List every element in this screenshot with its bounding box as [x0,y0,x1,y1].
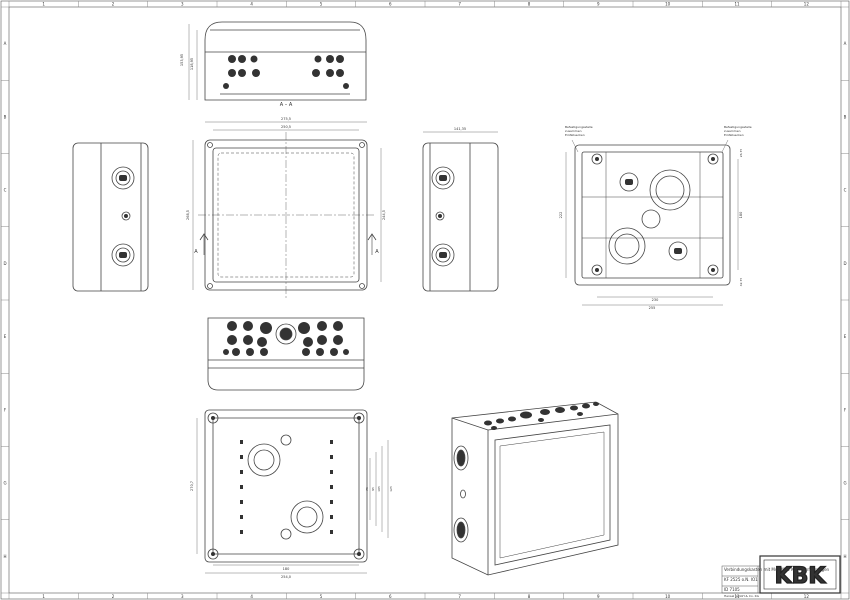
base-dim-width-1: 180 [283,567,290,571]
grid-row-label-left: F [4,407,7,412]
title-footer: Hensel GmbH & Co. KG [724,594,759,598]
mounting-view [565,139,739,306]
grid-row-label-right: C [844,188,847,193]
inner-frame [8,6,842,594]
grid-column-label-top: 3 [181,2,184,7]
grid-row-label-left: C [4,188,7,193]
grid-row-label-left: B [4,114,7,119]
kbk-logo: KBK [759,555,841,594]
grid-column-label-bottom: 7 [458,594,461,599]
grid-column-label-bottom: 5 [320,594,323,599]
grid-row-label-right: B [844,114,847,119]
grid-row-label-left: D [3,261,6,266]
left-side-view [72,142,149,292]
grid-row-label-right: F [844,407,847,412]
grid-row-label-right: H [843,554,846,559]
svg-text:Einfallsecken: Einfallsecken [565,133,585,137]
base-inside-view [196,409,389,574]
mounting-dim-small-a: 26,75 [739,149,743,158]
grid-column-label-top: 5 [320,2,323,7]
right-side-view [422,131,499,292]
front-dim-inner-height: 244,5 [382,210,386,220]
svg-text:zusammen: zusammen [724,129,741,133]
grid-column-label-top: 8 [528,2,531,7]
grid-column-label-top: 7 [458,2,461,7]
grid-row-label-right: D [843,261,846,266]
grid-row-label-right: E [844,334,847,339]
grid-column-label-bottom: 10 [665,594,671,599]
grid-column-label-bottom: 9 [597,594,600,599]
grid-column-label-bottom: 1 [42,594,45,599]
grid-row-label-left: A [4,41,7,46]
grid-row-label-left: H [3,554,6,559]
section-label: A – A [280,102,293,108]
mounting-note-left: Befestigungsstelle zusammen Einfallsecke… [565,125,593,137]
side-dim-depth: 141,35 [454,127,466,131]
base-dim-h-c: 75 [365,487,369,491]
base-dim-h-a: 125 [389,486,393,492]
grid-column-label-bottom: 4 [250,594,253,599]
front-dim-height: 268,5 [186,210,190,220]
title-line-1: Verbindungskasten mit M40/M32 Kabeleinfü… [724,567,830,572]
front-dim-overall-width: 275,5 [281,117,291,121]
grid-row-label-left: E [4,334,7,339]
grid-column-label-top: 12 [804,2,810,7]
svg-text:Befestigungsstelle: Befestigungsstelle [565,125,593,129]
section-view-a-a [188,21,367,101]
base-dim-h-b: 95 [371,487,375,491]
title-line-3: ID 7105 [724,587,740,592]
gland-side-view [207,317,365,391]
svg-text:Einfallsecken: Einfallsecken [724,133,744,137]
grid-column-label-bottom: 6 [389,594,392,599]
grid-column-label-top: 4 [250,2,253,7]
grid-column-label-top: 11 [734,2,740,7]
front-dim-inner-width: 250,5 [281,125,291,129]
mounting-dim-right: 180 [739,212,743,219]
grid-row-label-left: G [3,481,6,486]
base-dim-h-d: 105 [377,486,381,492]
grid-row-label-right: G [843,481,846,486]
mounting-note-right: Befestigungsstelle zusammen Einfallsecke… [724,125,752,137]
section-dim-h1: 153,95 [180,54,184,66]
grid-column-label-bottom: 3 [181,594,184,599]
section-dim-h2: 118,95 [190,58,194,70]
grid-column-label-top: 6 [389,2,392,7]
grid-column-label-bottom: 8 [528,594,531,599]
grid-column-label-top: 10 [665,2,671,7]
grid-column-label-top: 1 [42,2,45,7]
mounting-dim-left: 222 [559,212,563,219]
isometric-view [451,401,619,576]
section-marker-right: A [375,249,379,255]
grid-column-label-bottom: 2 [112,594,115,599]
svg-text:zusammen: zusammen [565,129,582,133]
mounting-dim-small-b: 42,75 [739,278,743,287]
title-line-2: KF 2525 o.N. IO1 [724,577,758,582]
grid-column-label-bottom: 11 [734,594,740,599]
logo-text: KBK [775,564,827,589]
base-dim-height-1: 270,7 [190,481,194,491]
mounting-dim-bottom-1: 230 [652,298,659,302]
mounting-dim-bottom-2: 255 [649,306,656,310]
base-dim-width-2: 254,0 [281,575,291,579]
grid-column-label-top: 2 [112,2,115,7]
front-view [192,121,382,298]
svg-text:Befestigungsstelle: Befestigungsstelle [724,125,752,129]
grid-column-label-bottom: 12 [804,594,810,599]
section-marker-left: A [194,249,198,255]
grid-row-label-right: A [844,41,847,46]
grid-column-label-top: 9 [597,2,600,7]
